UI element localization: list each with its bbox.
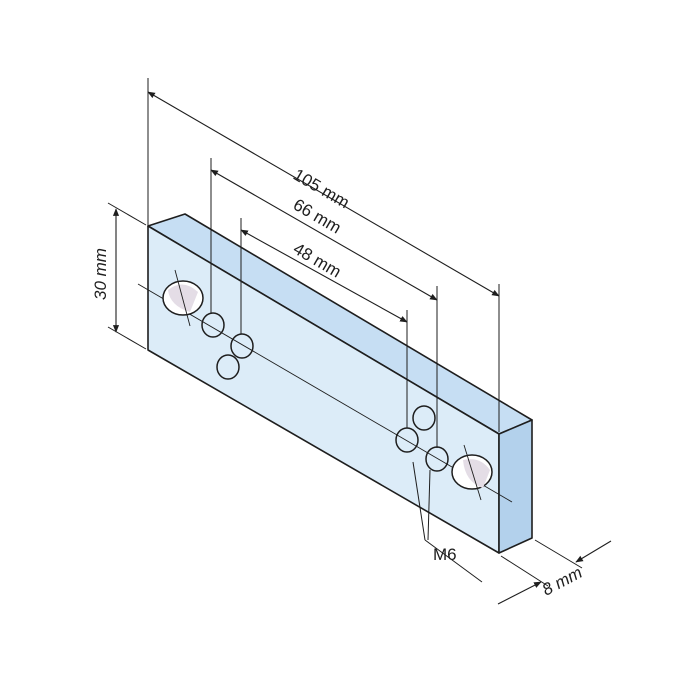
dim-line-48 <box>240 229 408 323</box>
dimension-lines <box>112 91 612 605</box>
m6-leader-2 <box>427 469 431 541</box>
label-m6-callout: M6 <box>433 545 457 564</box>
left-m6-hole-right <box>230 333 254 359</box>
ext-8-right <box>534 539 583 569</box>
right-m6-hole-upper <box>412 405 436 431</box>
dim-line-8-right-arrow <box>575 540 612 563</box>
label-8mm: 8 mm <box>539 563 585 600</box>
label-48mm: 48 mm <box>290 239 344 282</box>
m6-leader-underline <box>424 539 483 583</box>
plate-side-face <box>498 419 533 554</box>
right-large-hole-axis <box>463 444 482 501</box>
centerline <box>137 283 513 503</box>
ext-30-top <box>107 202 147 226</box>
ext-30-bottom <box>107 326 147 350</box>
right-hole-group <box>395 405 493 501</box>
left-m6-hole-upper <box>201 312 225 338</box>
dim-line-8-left-arrow <box>497 581 542 605</box>
m6-leader <box>412 461 483 583</box>
label-30mm: 30 mm <box>91 248 110 300</box>
ext-8-left <box>500 555 549 587</box>
right-large-hole-shading <box>463 459 490 488</box>
left-m6-hole-lower <box>216 354 240 380</box>
m6-leader-1 <box>412 461 426 541</box>
